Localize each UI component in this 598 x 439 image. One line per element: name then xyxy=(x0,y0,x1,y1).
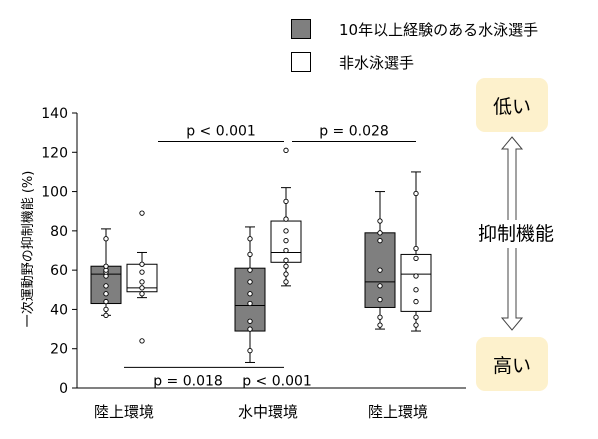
data-point xyxy=(283,279,289,285)
p-value-label: p = 0.018 xyxy=(153,373,223,389)
y-tick-label: 0 xyxy=(59,381,68,397)
data-point xyxy=(377,283,383,289)
data-point xyxy=(283,147,289,153)
data-point xyxy=(283,271,289,277)
inhibition-label: 抑制機能 xyxy=(466,220,566,248)
y-tick-label: 100 xyxy=(41,185,68,201)
data-point xyxy=(283,247,289,254)
data-point xyxy=(283,216,289,222)
data-point xyxy=(413,255,419,262)
data-point xyxy=(247,279,253,285)
data-point xyxy=(377,218,383,224)
y-tick-label: 80 xyxy=(50,224,68,240)
data-point xyxy=(139,261,145,267)
data-point xyxy=(283,238,289,244)
y-tick-label: 120 xyxy=(41,145,68,161)
data-point xyxy=(247,291,253,297)
data-point xyxy=(413,273,419,279)
data-point xyxy=(413,298,419,305)
y-axis-label: 一次運動野の抑制機能 (%) xyxy=(20,171,36,328)
data-point xyxy=(247,326,253,332)
legend-label-swimmer: 10年以上経験のある水泳選手 xyxy=(339,20,539,39)
high-tag: 高い xyxy=(476,337,548,391)
x-tick-label: 陸上環境 xyxy=(94,403,154,421)
data-point xyxy=(247,267,253,273)
legend-item-nonswimmer: 非水泳選手 xyxy=(291,51,414,73)
data-point xyxy=(283,228,289,234)
legend-item-swimmer: 10年以上経験のある水泳選手 xyxy=(291,18,538,40)
data-point xyxy=(247,348,253,354)
data-point xyxy=(103,263,109,269)
data-point xyxy=(247,318,253,324)
legend-swatch-swimmer xyxy=(291,19,311,39)
y-tick-label: 60 xyxy=(50,263,68,279)
y-tick-label: 140 xyxy=(41,106,68,122)
data-point xyxy=(377,267,383,273)
data-point xyxy=(247,251,253,258)
y-tick-label: 20 xyxy=(50,342,68,358)
p-value-label: p = 0.028 xyxy=(319,124,389,140)
data-point xyxy=(103,283,109,289)
data-point xyxy=(103,236,109,242)
data-point xyxy=(139,269,145,275)
data-point xyxy=(283,257,289,263)
data-point xyxy=(377,322,383,328)
data-point xyxy=(377,296,383,303)
data-point xyxy=(103,291,109,297)
x-tick-label: 水中環境 xyxy=(238,403,298,421)
data-point xyxy=(377,314,383,320)
data-point xyxy=(103,312,109,318)
data-point xyxy=(377,238,383,244)
data-point xyxy=(413,190,419,197)
data-point xyxy=(247,236,253,242)
data-point xyxy=(413,287,419,293)
low-tag: 低い xyxy=(476,78,548,132)
data-point xyxy=(413,322,419,328)
data-point xyxy=(139,210,145,216)
y-tick-label: 40 xyxy=(50,302,68,318)
p-value-label: p < 0.001 xyxy=(186,124,256,140)
data-point xyxy=(247,300,253,307)
data-point xyxy=(377,230,383,236)
legend-swatch-nonswimmer xyxy=(291,52,311,72)
data-point xyxy=(283,198,289,205)
data-point xyxy=(139,285,145,291)
data-point xyxy=(413,314,419,320)
data-point xyxy=(413,245,419,252)
data-point xyxy=(139,338,145,344)
p-value-label: p < 0.001 xyxy=(242,373,312,389)
data-point xyxy=(103,298,109,305)
x-tick-label: 陸上環境 xyxy=(368,403,428,421)
legend-label-nonswimmer: 非水泳選手 xyxy=(339,53,415,72)
data-point xyxy=(139,279,145,285)
data-point xyxy=(283,263,289,269)
data-point xyxy=(103,306,109,313)
data-point xyxy=(139,291,145,297)
